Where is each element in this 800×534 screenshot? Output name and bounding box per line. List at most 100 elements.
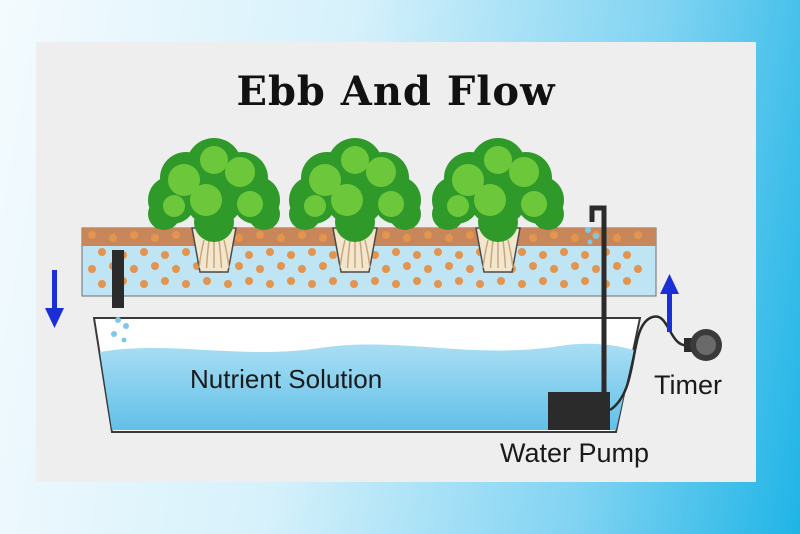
clay-pellet — [413, 251, 421, 259]
water-pump — [548, 392, 610, 430]
clay-pellet — [319, 262, 327, 270]
clay-pellet — [634, 265, 642, 273]
clay-pellet — [277, 234, 285, 242]
clay-pellet — [298, 231, 306, 239]
reservoir-tank — [92, 317, 642, 433]
clay-pellet — [277, 262, 285, 270]
clay-pellet — [130, 265, 138, 273]
clay-pellet — [623, 277, 631, 285]
clay-pellet — [245, 251, 253, 259]
water-pump-assembly — [548, 205, 691, 430]
timer-device — [684, 329, 722, 361]
clay-pellet — [235, 262, 243, 270]
clay-pellet — [634, 231, 642, 239]
clay-pellet — [308, 280, 316, 288]
clay-pellet — [140, 280, 148, 288]
clay-pellet — [172, 231, 180, 239]
clay-pellet — [109, 234, 117, 242]
clay-pellet — [256, 265, 264, 273]
clay-pellet — [560, 280, 568, 288]
drain-arrow — [45, 270, 64, 328]
clay-pellet — [245, 277, 253, 285]
clay-pellet — [88, 265, 96, 273]
clay-pellet — [98, 280, 106, 288]
clay-pellet — [623, 251, 631, 259]
clay-pellet — [550, 265, 558, 273]
clay-pellet — [161, 251, 169, 259]
clay-pellet — [172, 265, 180, 273]
clay-pellet — [88, 231, 96, 239]
clay-pellet — [256, 231, 264, 239]
clay-pellet — [130, 231, 138, 239]
clay-pellet — [235, 234, 243, 242]
clay-pellet — [98, 248, 106, 256]
clay-pellet — [182, 280, 190, 288]
clay-pellet — [382, 265, 390, 273]
clay-pellet — [445, 234, 453, 242]
plant — [432, 138, 564, 273]
clay-pellet — [382, 231, 390, 239]
label-nutrient-solution: Nutrient Solution — [190, 364, 383, 394]
clay-pellet — [140, 248, 148, 256]
clay-pellet — [413, 277, 421, 285]
clay-pellet — [560, 248, 568, 256]
clay-pellet — [518, 280, 526, 288]
clay-pellet — [497, 277, 505, 285]
clay-pellet — [182, 248, 190, 256]
clay-pellet — [224, 280, 232, 288]
clay-pellet — [529, 262, 537, 270]
clay-pellet — [392, 248, 400, 256]
clay-pellet — [529, 234, 537, 242]
clay-pellet — [424, 265, 432, 273]
clay-pellet — [161, 277, 169, 285]
clay-pellet — [266, 280, 274, 288]
clay-pellet — [287, 251, 295, 259]
clay-pellet — [539, 251, 547, 259]
label-water-pump: Water Pump — [500, 438, 650, 468]
clay-pellet — [550, 231, 558, 239]
clay-pellet — [203, 277, 211, 285]
clay-pellet — [613, 234, 621, 242]
plants — [148, 138, 564, 273]
clay-pellet — [539, 277, 547, 285]
plant — [148, 138, 280, 273]
label-timer: Timer — [654, 370, 722, 400]
clay-pellet — [424, 231, 432, 239]
clay-pellet — [445, 262, 453, 270]
clay-pellet — [571, 234, 579, 242]
clay-pellet — [466, 265, 474, 273]
clay-pellet — [581, 277, 589, 285]
clay-pellet — [319, 234, 327, 242]
clay-pellet — [434, 248, 442, 256]
clay-pellet — [455, 277, 463, 285]
clay-pellet — [518, 248, 526, 256]
clay-pellet — [329, 277, 337, 285]
clay-pellet — [151, 234, 159, 242]
clay-pellet — [308, 248, 316, 256]
clay-pellet — [151, 262, 159, 270]
clay-pellet — [434, 280, 442, 288]
feed-pipe — [589, 205, 607, 392]
clay-pellet — [476, 280, 484, 288]
clay-pellet — [581, 251, 589, 259]
clay-pellet — [613, 262, 621, 270]
clay-pellet — [298, 265, 306, 273]
clay-pellet — [329, 251, 337, 259]
clay-pellet — [466, 231, 474, 239]
plant — [289, 138, 421, 273]
timer-cable — [609, 315, 691, 412]
drain-pipe — [111, 250, 129, 343]
clay-pellet — [350, 280, 358, 288]
nutrient-water — [100, 343, 634, 430]
diagram-title: Ebb And Flow — [236, 68, 556, 115]
flood-arrow — [660, 274, 679, 332]
clay-pellet — [371, 277, 379, 285]
clay-pellet — [392, 280, 400, 288]
clay-pellet — [403, 262, 411, 270]
clay-pellet — [455, 251, 463, 259]
clay-pellet — [571, 262, 579, 270]
clay-pellet — [287, 277, 295, 285]
clay-pellet — [266, 248, 274, 256]
